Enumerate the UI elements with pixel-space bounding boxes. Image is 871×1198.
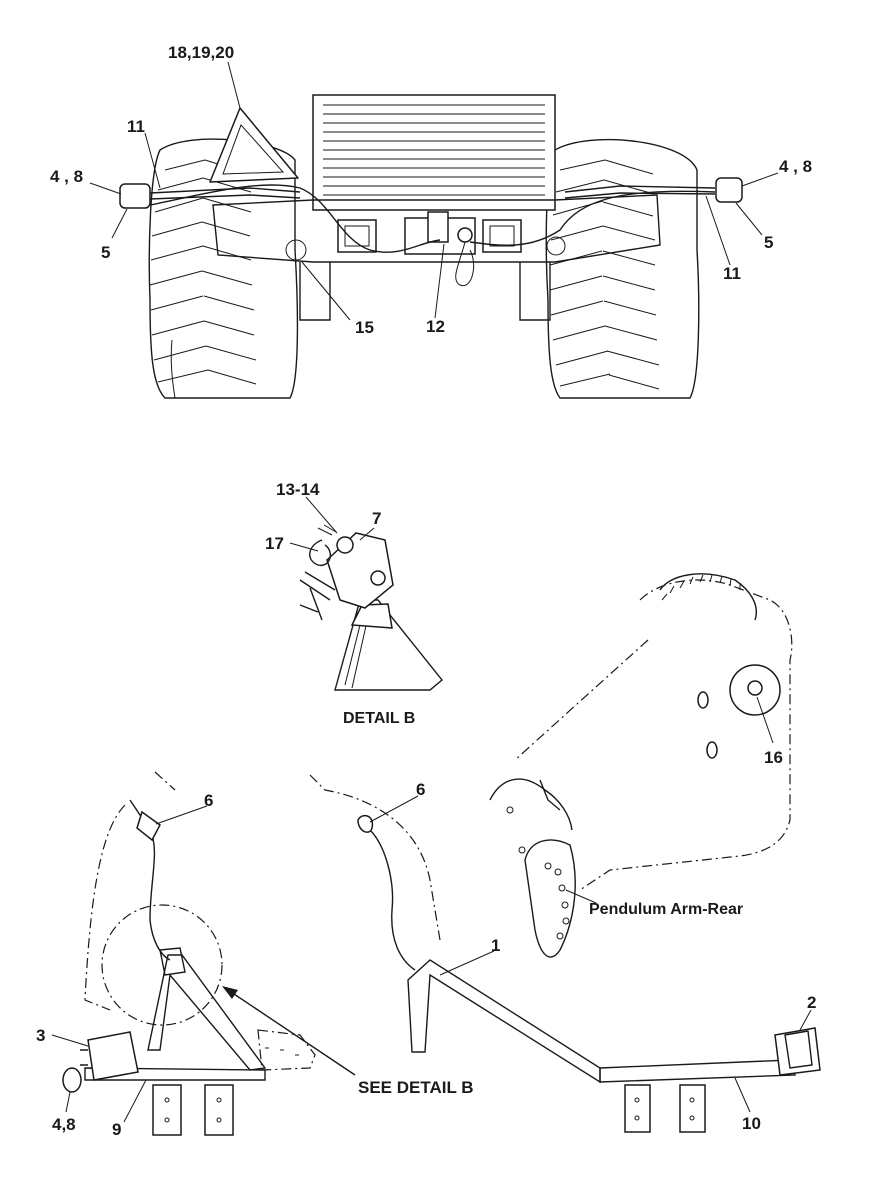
detail-b-illustration	[299, 524, 443, 691]
callout-5-left: 5	[101, 243, 110, 262]
tractor-rear-view	[119, 94, 743, 399]
callout-6-right: 6	[416, 780, 425, 799]
rear-chassis	[212, 94, 661, 321]
smv-triangle-sign	[209, 107, 299, 183]
callout-17: 17	[265, 534, 284, 553]
callout-6-left: 6	[204, 791, 213, 810]
caption-detail-b: DETAIL B	[343, 710, 415, 727]
callout-1: 1	[491, 936, 500, 955]
leader-lines	[51, 61, 812, 1123]
callout-3: 3	[36, 1026, 45, 1045]
callout-4-8-right: 4 , 8	[779, 157, 812, 176]
callout-10: 10	[742, 1114, 761, 1133]
callout-7: 7	[372, 509, 381, 528]
callout-11-left: 11	[127, 117, 145, 136]
callout-2: 2	[807, 993, 816, 1012]
captions: DETAIL B SEE DETAIL B Pendulum Arm-Rear	[343, 710, 743, 1097]
caption-pendulum-arm-rear: Pendulum Arm-Rear	[589, 901, 743, 918]
callout-labels: 18,19,20 11 4 , 8 5 15 12 4 , 8 5 11 13-…	[36, 43, 816, 1139]
callout-5-right: 5	[764, 233, 773, 252]
callout-18-19-20: 18,19,20	[168, 43, 234, 62]
callout-13-14: 13-14	[276, 480, 320, 499]
callout-15: 15	[355, 318, 374, 337]
pendulum-arm	[489, 573, 793, 958]
light-bracket-assembly	[62, 771, 821, 1136]
callout-11-right: 11	[723, 264, 741, 283]
caption-see-detail-b: SEE DETAIL B	[358, 1078, 474, 1097]
callout-4-8-bottom: 4,8	[52, 1115, 76, 1134]
callout-16: 16	[764, 748, 783, 767]
right-tire	[545, 138, 700, 399]
callout-4-8-left: 4 , 8	[50, 167, 83, 186]
lamp-brackets-and-harness	[119, 177, 743, 287]
callout-9: 9	[112, 1120, 121, 1139]
callout-12: 12	[426, 317, 445, 336]
